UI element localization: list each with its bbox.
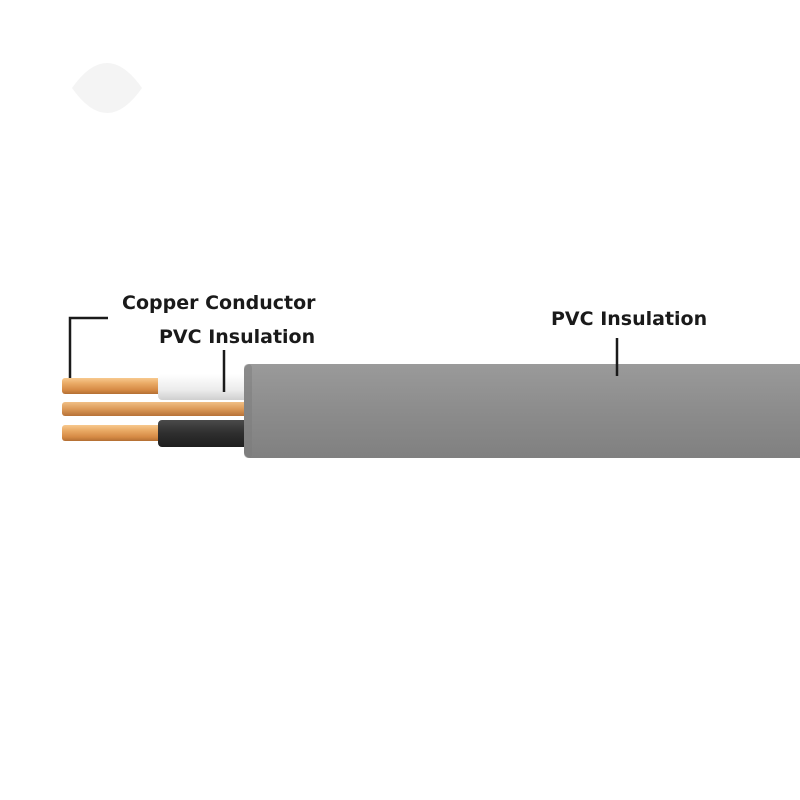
outer-sheath-edge bbox=[244, 364, 252, 458]
copper-conductor-bottom bbox=[62, 425, 172, 441]
outer-sheath bbox=[244, 364, 800, 458]
inner-insulation-white bbox=[158, 374, 256, 400]
watermark-logo bbox=[72, 63, 142, 113]
copper-conductor-label: Copper Conductor bbox=[122, 292, 316, 314]
copper-conductor-top bbox=[62, 378, 172, 394]
outer-sheath-label: PVC Insulation bbox=[551, 308, 708, 330]
copper-conductor-leader bbox=[68, 316, 108, 378]
earth-conductor bbox=[158, 402, 256, 416]
inner-insulation-label: PVC Insulation bbox=[159, 326, 316, 348]
inner-insulation-black bbox=[158, 420, 256, 447]
